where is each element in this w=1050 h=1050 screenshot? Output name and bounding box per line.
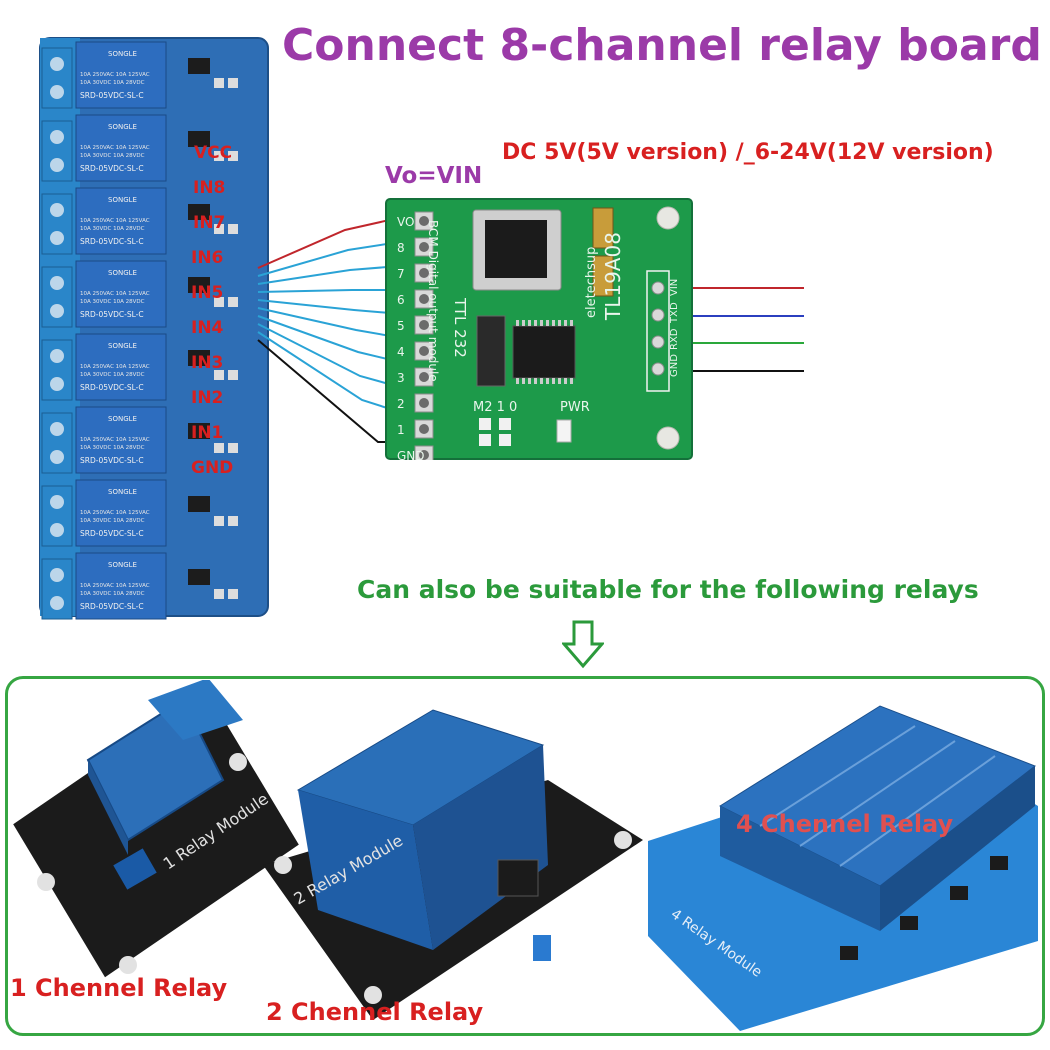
relay-model-text: SRD-05VDC-SL-C [80,237,144,246]
pin-label-in2: IN2 [191,388,224,408]
relay-rating-text: 10A 30VDC 10A 28VDC [80,372,145,378]
caption-1-channel: 1 Chennel Relay [10,974,228,1002]
compatible-relays-panel [5,676,1045,1036]
relay-model-text: SRD-05VDC-SL-C [80,91,144,100]
one-channel-relay-image: 1 Relay Module [13,680,299,978]
relay-model-text: SRD-05VDC-SL-C [80,383,144,392]
relay-rating-text: 10A 250VAC 10A 125VAC [80,364,150,370]
relay-3: SONGLE 10A 250VAC 10A 125VAC 10A 30VDC 10A… [75,187,167,255]
relay-rating-text: 10A 250VAC 10A 125VAC [80,583,150,589]
four-channel-relay-image: 4 Relay Module [648,705,1038,1031]
relay-rating-text: 10A 250VAC 10A 125VAC [80,291,150,297]
relay-rating-text: 10A 30VDC 10A 28VDC [80,299,145,305]
relay-brand-text: SONGLE [108,123,137,131]
relay-rating-text: 10A 30VDC 10A 28VDC [80,591,145,597]
caption-2-channel: 2 Chennel Relay [266,998,484,1026]
pin-label-in4: IN4 [191,318,224,338]
relay-rating-text: 10A 250VAC 10A 125VAC [80,218,150,224]
left-pin-label: VO [397,215,414,229]
relay-rating-text: 10A 30VDC 10A 28VDC [80,445,145,451]
relay-brand-text: SONGLE [108,50,137,58]
left-pin-label: 2 [397,397,405,411]
relay-brand-text: SONGLE [108,488,137,496]
left-pin-label: 4 [397,345,405,359]
pin-label-in5: IN5 [191,283,224,303]
relay-brand-text: SONGLE [108,415,137,423]
pin-label-in1: IN1 [191,423,224,443]
module-left-label: BCM Digital output module [426,220,440,382]
relay-rating-text: 10A 30VDC 10A 28VDC [80,153,145,159]
down-arrow-icon [562,620,604,669]
relay-brand-text: SONGLE [108,342,137,350]
pin-label-in8: IN8 [193,178,226,198]
relay-model-text: SRD-05VDC-SL-C [80,602,144,611]
right-pin-label: VIN [669,279,680,296]
caption-4-channel: 4 Chennel Relay [736,810,954,838]
vo-label: Vo=VIN [385,163,483,189]
module-mode-label: M2 1 0 [473,400,517,415]
pin-label-gnd: GND [191,458,234,478]
relay-brand-text: SONGLE [108,269,137,277]
left-pin-label: 5 [397,319,405,333]
relay-rating-text: 10A 30VDC 10A 28VDC [80,226,145,232]
left-pin-label: 6 [397,293,405,307]
relay-model-text: SRD-05VDC-SL-C [80,164,144,173]
relay-model-text: SRD-05VDC-SL-C [80,529,144,538]
two-channel-relay-image: 2 Relay Module [263,709,643,1020]
module-model-label: TL19A08 [601,232,625,321]
relay-5: SONGLE 10A 250VAC 10A 125VAC 10A 30VDC 10A… [75,333,167,401]
compatible-relays-title: Can also be suitable for the following r… [357,575,979,604]
relay-model-text: SRD-05VDC-SL-C [80,456,144,465]
module-pwr-label: PWR [560,400,590,415]
module-brand-label: eletechsup [584,247,599,318]
pin-label-vcc: VCC [194,143,233,163]
relay-1: SONGLE 10A 250VAC 10A 125VAC 10A 30VDC 10A… [75,41,167,109]
left-pin-label: 1 [397,423,405,437]
relay-model-text: SRD-05VDC-SL-C [80,310,144,319]
module-ttl-label: TTL 232 [451,297,469,358]
right-pin-label: GND [669,354,680,377]
relay-rating-text: 10A 30VDC 10A 28VDC [80,518,145,524]
relay-rating-text: 10A 250VAC 10A 125VAC [80,145,150,151]
relay-brand-text: SONGLE [108,196,137,204]
relay-6: SONGLE 10A 250VAC 10A 125VAC 10A 30VDC 10A… [75,406,167,474]
pin-label-in6: IN6 [191,248,224,268]
relay-2: SONGLE 10A 250VAC 10A 125VAC 10A 30VDC 10A… [75,114,167,182]
relay-rating-text: 10A 250VAC 10A 125VAC [80,437,150,443]
eight-channel-relay-board: SONGLE 10A 250VAC 10A 125VAC 10A 30VDC 10A… [39,37,269,620]
left-pin-label: 8 [397,241,405,255]
right-pin-label: TXD [669,302,680,324]
pin-label-in7: IN7 [193,213,226,233]
left-pin-label: 3 [397,371,405,385]
relay-7: SONGLE 10A 250VAC 10A 125VAC 10A 30VDC 10A… [75,479,167,547]
relay-rating-text: 10A 250VAC 10A 125VAC [80,510,150,516]
dc-voltage-label: DC 5V(5V version) /_6-24V(12V version) [502,140,994,165]
relay-4: SONGLE 10A 250VAC 10A 125VAC 10A 30VDC 10A… [75,260,167,328]
relay-brand-text: SONGLE [108,561,137,569]
relay-8: SONGLE 10A 250VAC 10A 125VAC 10A 30VDC 10A… [75,552,167,620]
left-pin-label: 7 [397,267,405,281]
page-title: Connect 8-channel relay board [282,20,1042,71]
relay-rating-text: 10A 30VDC 10A 28VDC [80,80,145,86]
left-pin-label: GND [397,449,425,460]
pin-label-in3: IN3 [191,353,224,373]
relay-rating-text: 10A 250VAC 10A 125VAC [80,72,150,78]
right-pin-label: RXD [669,328,680,350]
